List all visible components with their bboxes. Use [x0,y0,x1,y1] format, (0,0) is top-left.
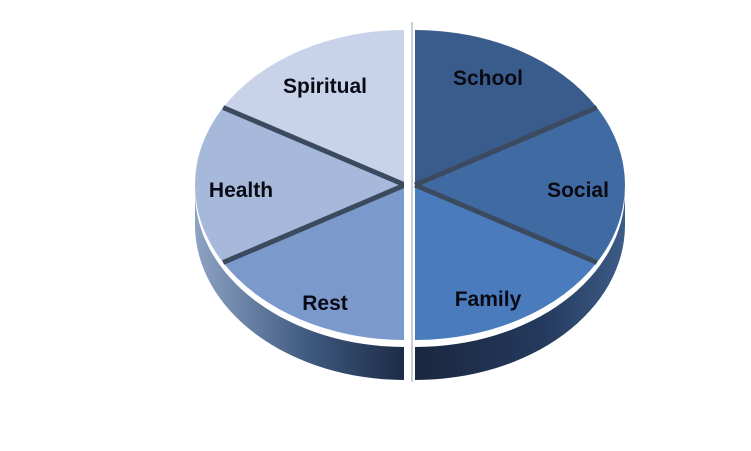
segment-wedges [195,30,625,340]
seam-line-1 [414,105,598,188]
center-divider [404,22,411,382]
label-health: Health [209,179,273,202]
wedge-social [415,107,625,263]
wedge-rest [223,185,405,340]
seam-line-3 [222,182,406,265]
segment-labels: School Social Family Rest Health Spiritu… [209,67,609,315]
label-social: Social [547,179,609,202]
wedge-health [195,107,405,263]
wedge-spiritual [223,30,405,185]
wedge-school [415,30,597,185]
seam-line-4 [222,105,406,188]
segment-seams [222,105,598,265]
wedge-family [415,185,597,340]
label-rest: Rest [302,292,348,315]
label-school: School [453,67,523,90]
label-family: Family [455,288,522,311]
seam-line-2 [414,182,598,265]
center-divider-shadow [411,22,413,382]
disk-side-left [195,192,405,380]
disk-side-right [415,192,625,380]
label-spiritual: Spiritual [283,75,367,98]
